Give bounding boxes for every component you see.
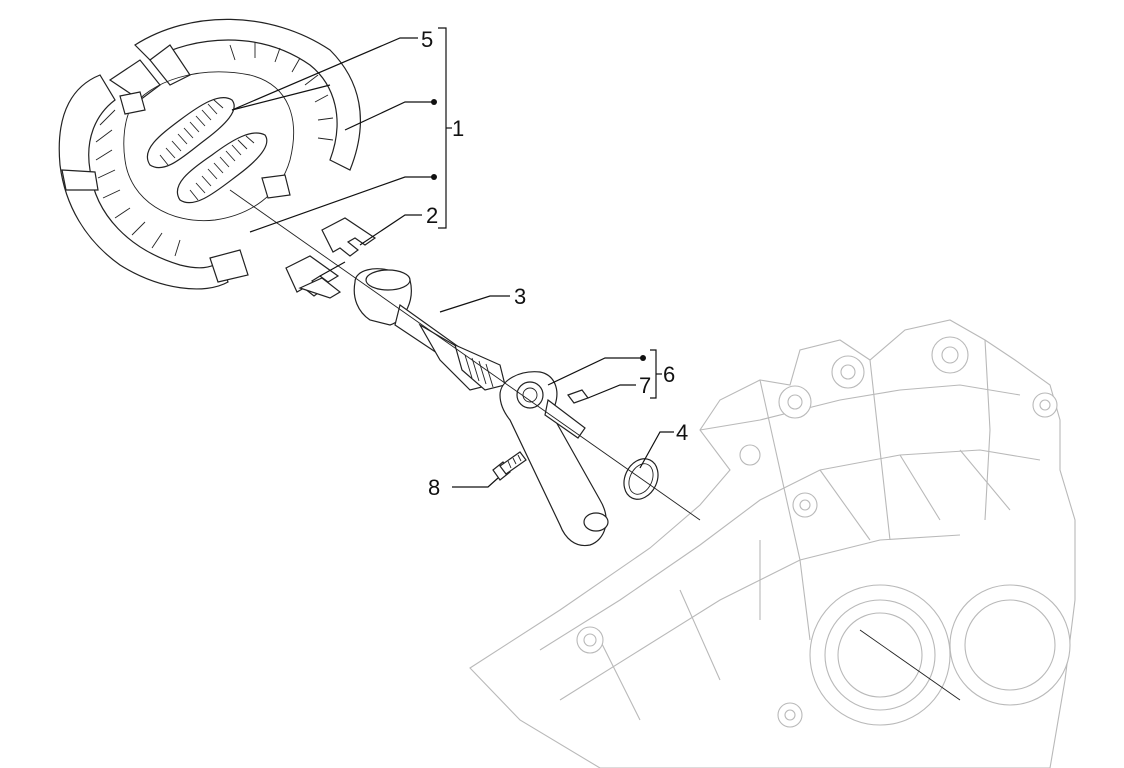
assembly-axis-line — [229, 189, 701, 521]
lever-bolt — [492, 451, 527, 481]
housing-axis-line — [859, 629, 961, 701]
spring-clip-lower — [285, 255, 342, 299]
callout-label-8: 8 — [428, 475, 440, 500]
callout-dot-1b — [431, 174, 437, 180]
lever-washer-small — [567, 389, 589, 404]
callout-dot-6 — [640, 355, 646, 361]
callout-dot-1a — [431, 99, 437, 105]
callout-label-7: 7 — [639, 373, 651, 398]
brake-lever — [499, 371, 609, 547]
return-spring-lower — [176, 132, 268, 204]
callout-leaders — [231, 27, 674, 488]
callout-label-3: 3 — [514, 284, 526, 309]
callout-label-4: 4 — [676, 420, 688, 445]
callout-label-1: 1 — [452, 116, 464, 141]
callout-label-5: 5 — [421, 27, 433, 52]
callout-label-2: 2 — [426, 203, 438, 228]
callout-label-6: 6 — [663, 362, 675, 387]
engine-case-housing — [469, 319, 1076, 768]
spring-clip-upper — [321, 217, 377, 257]
return-spring-upper — [146, 97, 235, 169]
brake-camshaft — [353, 268, 506, 391]
brake-shoes-assembly — [58, 18, 361, 290]
